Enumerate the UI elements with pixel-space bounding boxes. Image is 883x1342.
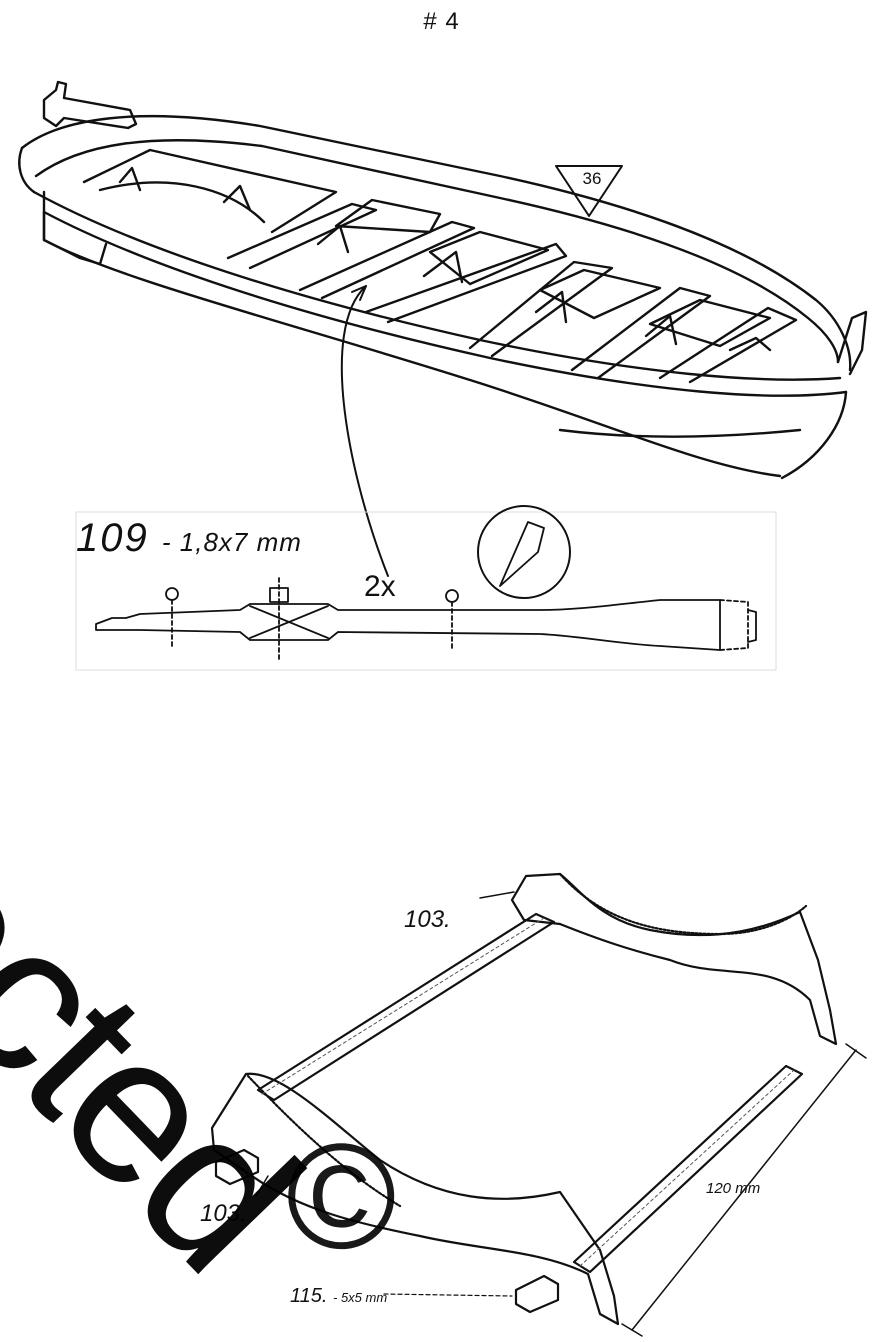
part-109-label: 109 - 1,8x7 mm xyxy=(76,516,302,561)
stand-illustration xyxy=(210,872,867,1337)
length-dimension-label: 120 mm xyxy=(706,1180,761,1197)
part-115-dimension: - 5x5 mm xyxy=(333,1290,388,1305)
part-109-number: 109 xyxy=(76,516,149,560)
oar-part-box xyxy=(75,511,777,671)
leader-arrow xyxy=(340,285,389,577)
page-number: # 4 xyxy=(423,8,460,35)
part-103-bottom-label: 103. xyxy=(200,1200,247,1227)
quantity-label: 2x xyxy=(364,570,396,603)
part-103-top-label: 103. xyxy=(404,906,451,933)
step-marker-label: 36 xyxy=(582,169,602,188)
copyright-watermark: © xyxy=(286,1112,397,1280)
part-115-label: 115. - 5x5 mm xyxy=(290,1285,387,1308)
part-115-number: 115. xyxy=(290,1285,328,1307)
boat-illustration xyxy=(18,80,868,480)
step-marker-triangle xyxy=(555,165,623,217)
oar-illustration xyxy=(95,577,757,661)
part-109-dimension: - 1,8x7 mm xyxy=(161,527,302,557)
bevel-detail-circle xyxy=(477,505,571,599)
